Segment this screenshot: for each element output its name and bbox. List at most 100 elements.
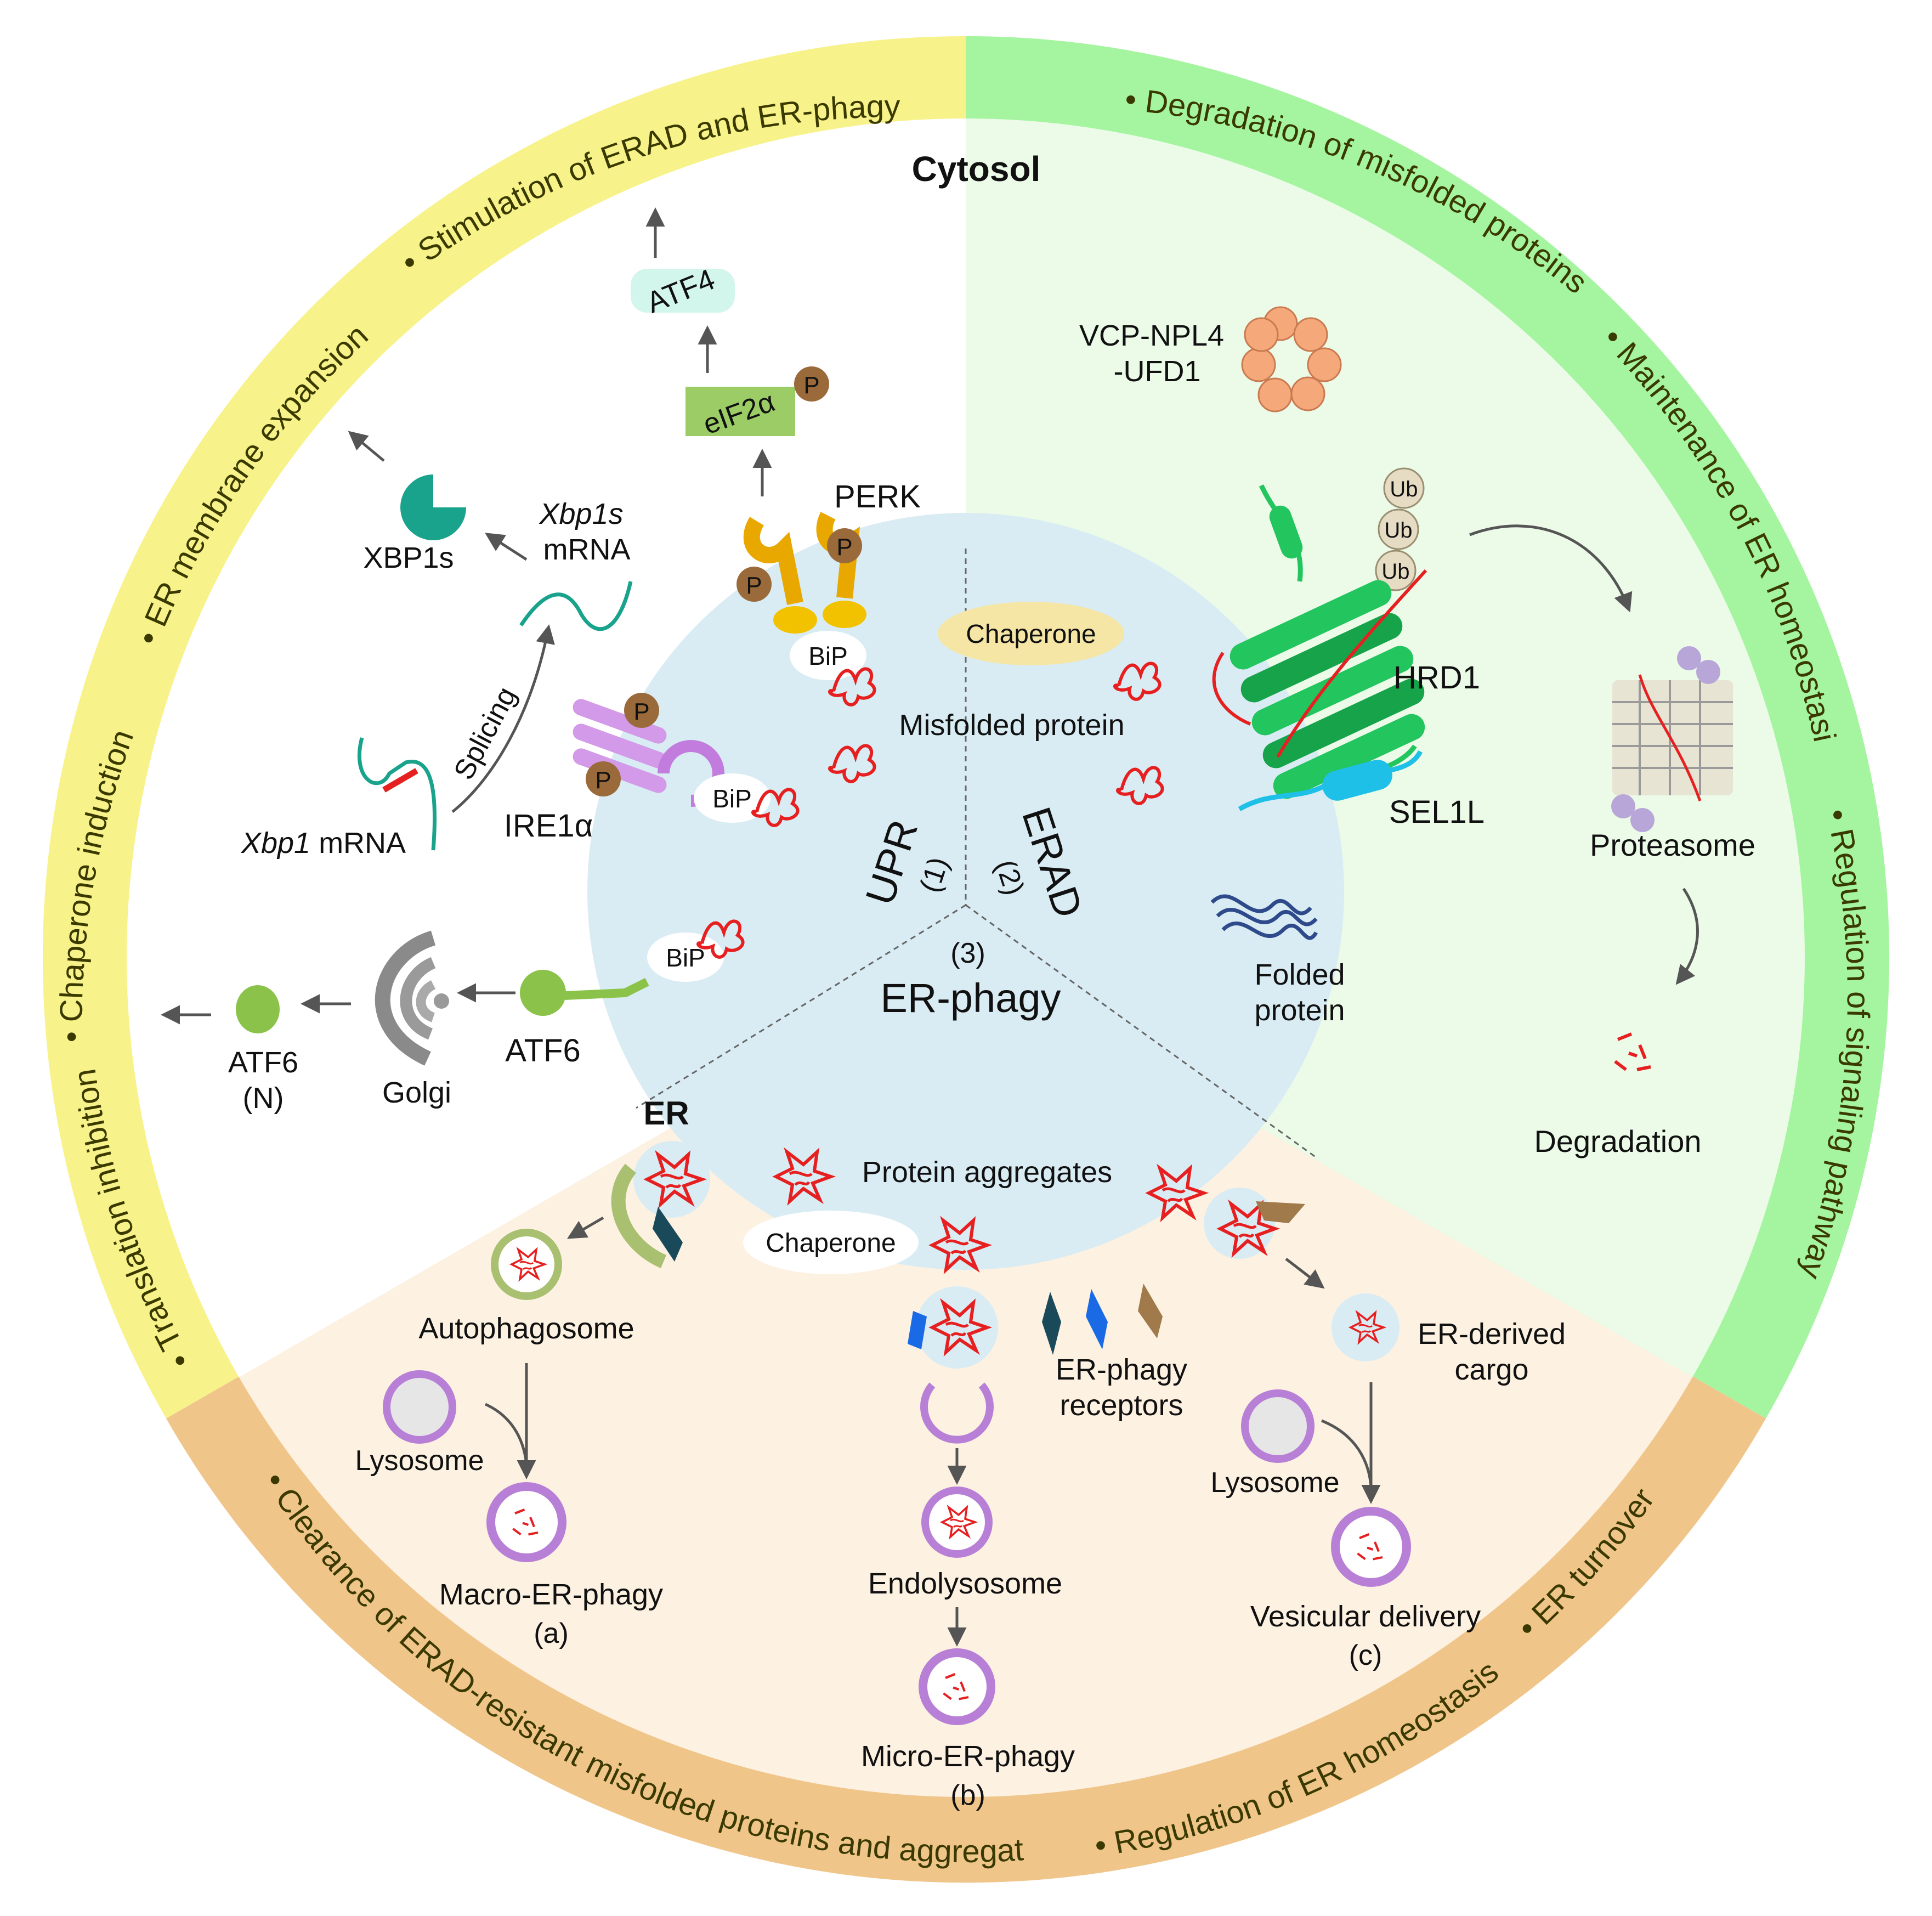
arrow-ub-proteasome xyxy=(1469,524,1633,613)
erphagy-section: Autophagosome Lysosome Macro-ER-phagy (a… xyxy=(355,1163,1566,1811)
receptors-label-1: ER-phagy xyxy=(1056,1353,1187,1386)
bip-atf6-label: BiP xyxy=(666,943,705,972)
bip-atf6 xyxy=(647,932,724,982)
folded-protein-label-2: protein xyxy=(1254,994,1345,1027)
atf6n-sub-label: (N) xyxy=(243,1082,284,1115)
micro-label: Micro-ER-phagy xyxy=(861,1740,1075,1773)
arrow-er-derived xyxy=(1285,1258,1325,1289)
atf6-label: ATF6 xyxy=(505,1033,581,1069)
er-derived-cargo xyxy=(1332,1293,1400,1361)
erad-section: VCP-NPL4 -UFD1 Ub Ub Ub xyxy=(1079,306,1755,1158)
vesicular-label: Vesicular delivery xyxy=(1250,1600,1481,1633)
cytosol-title: Cytosol xyxy=(912,149,1041,189)
upr-section: ATF4 eIF2α P PERK P P BiP XBP1s Xbp1s mR… xyxy=(161,207,921,1115)
eif2a-phospho xyxy=(794,366,829,402)
phagophore-membrane xyxy=(611,1163,667,1268)
ub-3 xyxy=(1375,550,1417,591)
chaperone-top-label: Chaperone xyxy=(966,620,1096,649)
xbp1s-mrna-italic: Xbp1s xyxy=(538,498,623,530)
lysosome-a xyxy=(383,1370,456,1444)
ire1a-phospho-1-label: P xyxy=(633,698,649,725)
er-label: ER xyxy=(643,1095,689,1132)
autophagosome-label: Autophagosome xyxy=(418,1312,634,1345)
vcp-label-1: VCP-NPL4 xyxy=(1079,319,1224,352)
xbp1-mrna-label: Xbp1 mRNA xyxy=(240,827,406,860)
atf6-receptor xyxy=(520,970,649,1016)
chaperone-bottom xyxy=(743,1211,919,1274)
receptor-micro-1 xyxy=(1042,1292,1061,1355)
ire1a-label: IRE1α xyxy=(504,808,593,844)
erphagy-sector-name: ER-phagy xyxy=(880,975,1061,1021)
eif2a-box xyxy=(685,387,795,436)
perk-phospho-1-label: P xyxy=(836,534,852,561)
lysosome-c xyxy=(1241,1389,1315,1463)
erphagy-sector xyxy=(239,958,1692,1797)
arrow-xbp1s-out xyxy=(348,431,385,462)
er-derived-label-2: cargo xyxy=(1454,1353,1528,1386)
autophagosome xyxy=(491,1229,562,1300)
macro-label: Macro-ER-phagy xyxy=(439,1578,663,1611)
ub-2 xyxy=(1378,508,1419,550)
vesicular-tag: (c) xyxy=(1349,1640,1383,1671)
xbp1-mrna-strand xyxy=(357,737,437,851)
receptor-micro-2 xyxy=(1086,1289,1108,1349)
chaperone-top xyxy=(938,602,1124,665)
hrd1-complex xyxy=(1212,484,1427,799)
misfolded-protein-label: Misfolded protein xyxy=(899,709,1124,742)
arrow-proteasome-degradation xyxy=(1675,888,1699,985)
macro-tag: (a) xyxy=(534,1618,569,1649)
receptor-micro-left xyxy=(908,1311,927,1349)
perk-phospho-2-label: P xyxy=(746,572,762,599)
endolysosome xyxy=(921,1487,993,1558)
er-derived-label-1: ER-derived xyxy=(1418,1318,1566,1350)
ire1a-phospho-2-label: P xyxy=(595,767,611,794)
sel1l-label: SEL1L xyxy=(1389,794,1485,830)
bip-ire1a xyxy=(694,773,770,823)
ub-1 xyxy=(1383,467,1425,509)
receptor-micro-3 xyxy=(1138,1284,1163,1338)
perk-phospho-2 xyxy=(736,567,772,602)
folded-protein-label-1: Folded xyxy=(1254,958,1345,991)
golgi-icon xyxy=(375,930,449,1066)
xbp1s-protein xyxy=(400,474,466,540)
lysosome-c-label: Lysosome xyxy=(1210,1467,1339,1499)
receptor-left xyxy=(653,1207,683,1262)
ire1a-phospho-1 xyxy=(624,693,659,728)
degradation-label: Degradation xyxy=(1534,1124,1701,1158)
lysosome-a-label: Lysosome xyxy=(355,1445,484,1477)
protein-aggregates-label: Protein aggregates xyxy=(862,1156,1112,1189)
vcp-complex-icon xyxy=(1241,306,1342,412)
ub-2-label: Ub xyxy=(1384,518,1412,542)
lysosome-invagination xyxy=(920,1382,994,1444)
vcp-label-2: -UFD1 xyxy=(1114,355,1201,388)
divider-left xyxy=(636,904,966,1109)
sel1l-protein xyxy=(1238,750,1423,811)
chaperone-bottom-label: Chaperone xyxy=(766,1229,896,1258)
arrow-lysosome-c-merge xyxy=(1321,1419,1373,1487)
arrow-phagophore-autophagosome xyxy=(566,1216,604,1239)
folded-protein-icon xyxy=(1210,894,1318,940)
divider-right xyxy=(965,904,1317,1158)
lumen-content: Chaperone Misfolded protein Folded prote… xyxy=(647,602,1345,1352)
perk-label: PERK xyxy=(834,479,921,515)
micro-lysosome xyxy=(919,1648,995,1725)
atf4-box xyxy=(631,269,735,313)
receptors-label-2: receptors xyxy=(1060,1389,1183,1422)
golgi-label: Golgi xyxy=(382,1076,451,1109)
hrd1-label: HRD1 xyxy=(1393,660,1480,696)
bip-ire1a-label: BiP xyxy=(712,784,752,813)
xbp1s-mrna-label: mRNA xyxy=(543,533,631,566)
arrow-mrna-xbp1s xyxy=(485,533,528,561)
er-bud-bottom xyxy=(916,1286,998,1369)
micro-tag: (b) xyxy=(950,1779,985,1811)
atf6n-label: ATF6 xyxy=(228,1046,298,1079)
ub-3-label: Ub xyxy=(1381,559,1409,584)
perk-phospho-1 xyxy=(827,528,862,563)
receptor-right xyxy=(1256,1201,1305,1223)
vesicular-lysosome xyxy=(1331,1507,1411,1587)
eif2a-phospho-label: P xyxy=(803,372,819,399)
bip-perk xyxy=(790,631,866,680)
autolysosome-a xyxy=(486,1482,566,1562)
ire1a-phospho-2 xyxy=(586,761,621,796)
er-lumen-circle xyxy=(587,513,1344,1270)
